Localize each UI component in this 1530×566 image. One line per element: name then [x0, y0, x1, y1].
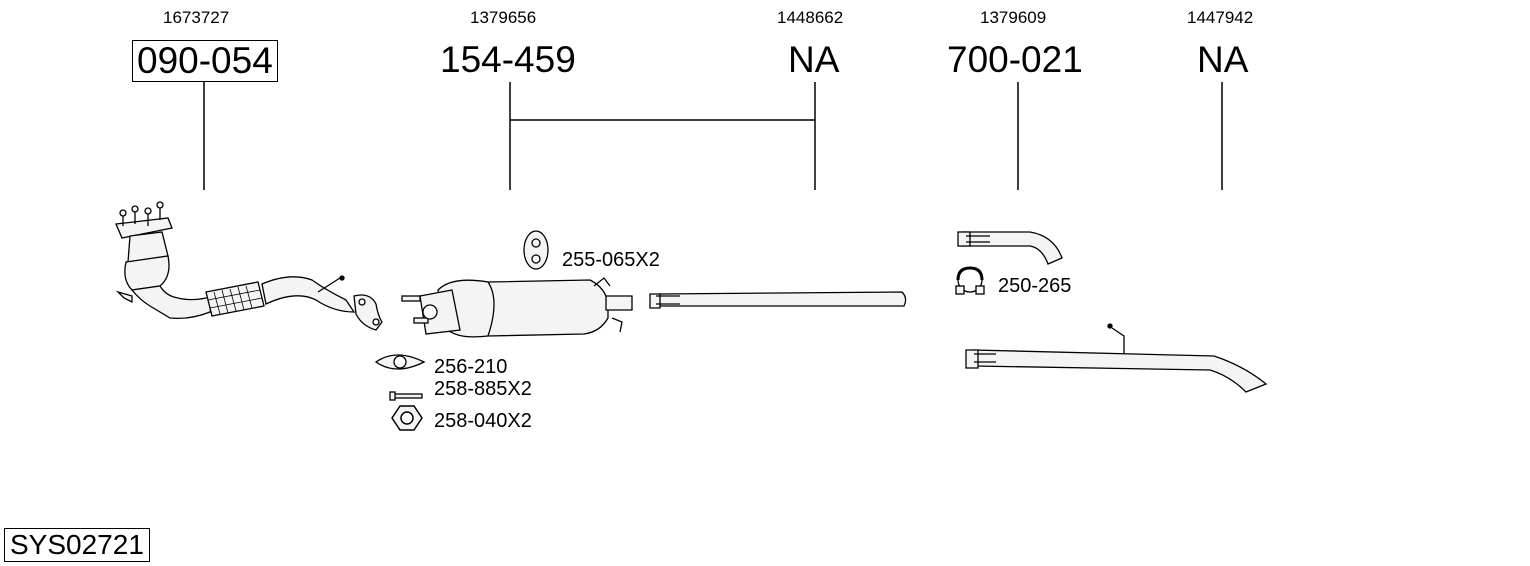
bolt-icon [389, 391, 423, 401]
oe-number-2: 1379656 [470, 8, 537, 27]
middle-pipe [649, 291, 907, 309]
accessory-label-nut[interactable]: 258-040X2 [434, 410, 532, 432]
accessory-label-clamp[interactable]: 250-265 [998, 275, 1072, 297]
rear-pipe [965, 323, 1268, 393]
accessory-label-hanger[interactable]: 255-065X2 [562, 249, 660, 271]
middle-silencer [401, 277, 633, 338]
gasket-icon [374, 354, 426, 370]
oe-number-5: 1447942 [1187, 8, 1254, 27]
accessory-label-gasket[interactable]: 256-210 [434, 356, 508, 378]
part-number-catalytic-converter[interactable]: 090-054 [132, 40, 278, 82]
oe-number-3: 1448662 [777, 8, 844, 27]
accessory-label-bolt[interactable]: 258-885X2 [434, 378, 532, 400]
oe-number-4: 1379609 [980, 8, 1047, 27]
part-number-middle-pipe[interactable]: NA [788, 39, 840, 80]
catalytic-converter [115, 201, 383, 331]
oe-number-1: 1673727 [163, 8, 230, 27]
part-number-rear-pipe[interactable]: NA [1197, 39, 1249, 80]
tail-pipe [957, 231, 1063, 265]
pipe-clamp-icon [955, 266, 985, 295]
system-code: SYS02721 [4, 528, 150, 562]
part-number-middle-silencer[interactable]: 154-459 [440, 39, 576, 80]
hex-nut-icon [391, 405, 423, 431]
part-number-tail-pipe[interactable]: 700-021 [947, 39, 1083, 80]
rubber-hanger-icon [523, 230, 549, 270]
